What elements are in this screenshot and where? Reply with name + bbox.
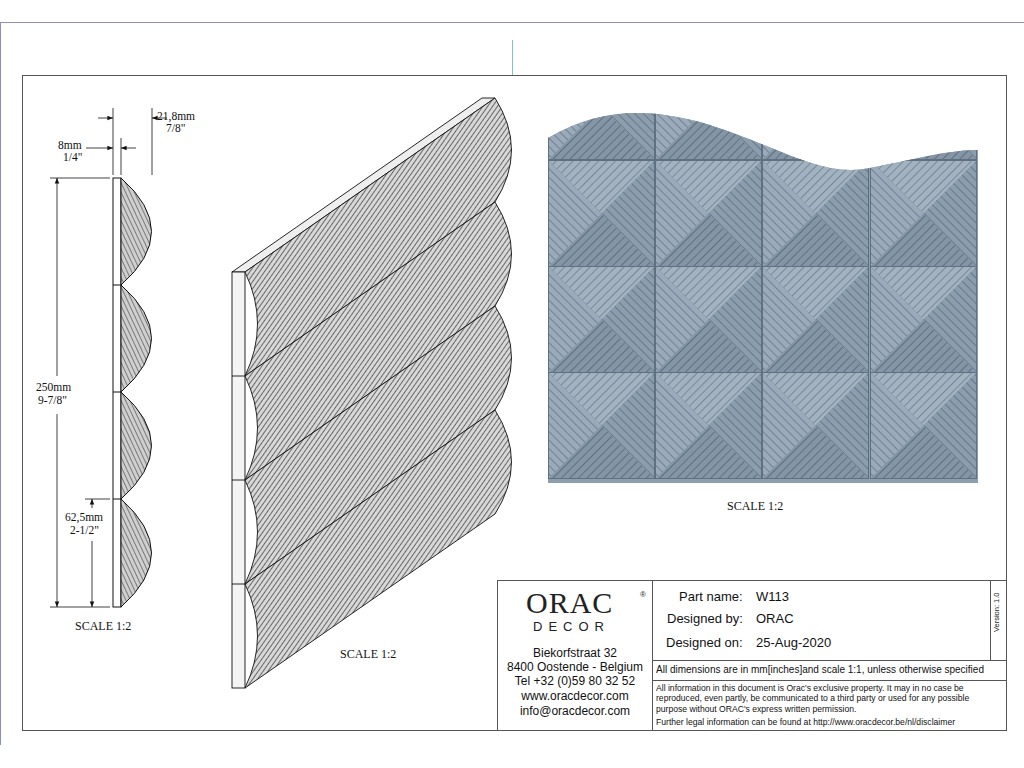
dimension-text: 9-7/8" (38, 394, 67, 407)
dimension-text: 62,5mm (65, 511, 103, 524)
dimension-text: 2-1/2" (70, 524, 99, 537)
logo-text: ORAC (526, 586, 613, 621)
address-line: 8400 Oostende - Belgium (500, 661, 650, 675)
field-label: Designed on: (666, 636, 743, 651)
front-view-panel (548, 53, 978, 483)
field-value: W113 (756, 590, 789, 605)
version-note: Version: 1.0 (994, 592, 1003, 632)
address-line: Biekorfstraat 32 (500, 647, 650, 661)
dimension-text: 1/4" (63, 151, 82, 164)
dimension-note: All dimensions are in mm[inches]and scal… (656, 664, 984, 676)
dimension-lines (50, 108, 167, 607)
scale-note: SCALE 1:2 (727, 500, 783, 514)
dimension-text: 8mm (58, 139, 82, 152)
disclaimer-link: Further legal information can be found a… (656, 718, 955, 728)
isometric-panel (232, 98, 512, 688)
address-line: info@oracdecor.com (500, 705, 650, 719)
field-value: 25-Aug-2020 (756, 636, 831, 651)
logo-subtext: DECOR (533, 620, 610, 635)
disclaimer-text: All information in this document is Orac… (656, 683, 1002, 714)
address-line: Tel +32 (0)59 80 32 52 (500, 675, 650, 689)
dimension-text: 250mm (36, 381, 71, 394)
dimension-text: 21,8mm (157, 110, 195, 123)
registered-mark: ® (640, 590, 646, 599)
side-profile (113, 178, 152, 607)
address-line: www.oracdecor.com (500, 690, 650, 704)
title-block (498, 580, 1007, 731)
scale-note: SCALE 1:2 (75, 620, 131, 634)
field-value: ORAC (756, 612, 794, 627)
sheet-frame (0, 22, 1024, 745)
scale-note: SCALE 1:2 (340, 648, 396, 662)
dimension-text: 7/8" (166, 122, 185, 135)
field-label: Designed by: (667, 612, 743, 627)
field-label: Part name: (679, 590, 743, 605)
